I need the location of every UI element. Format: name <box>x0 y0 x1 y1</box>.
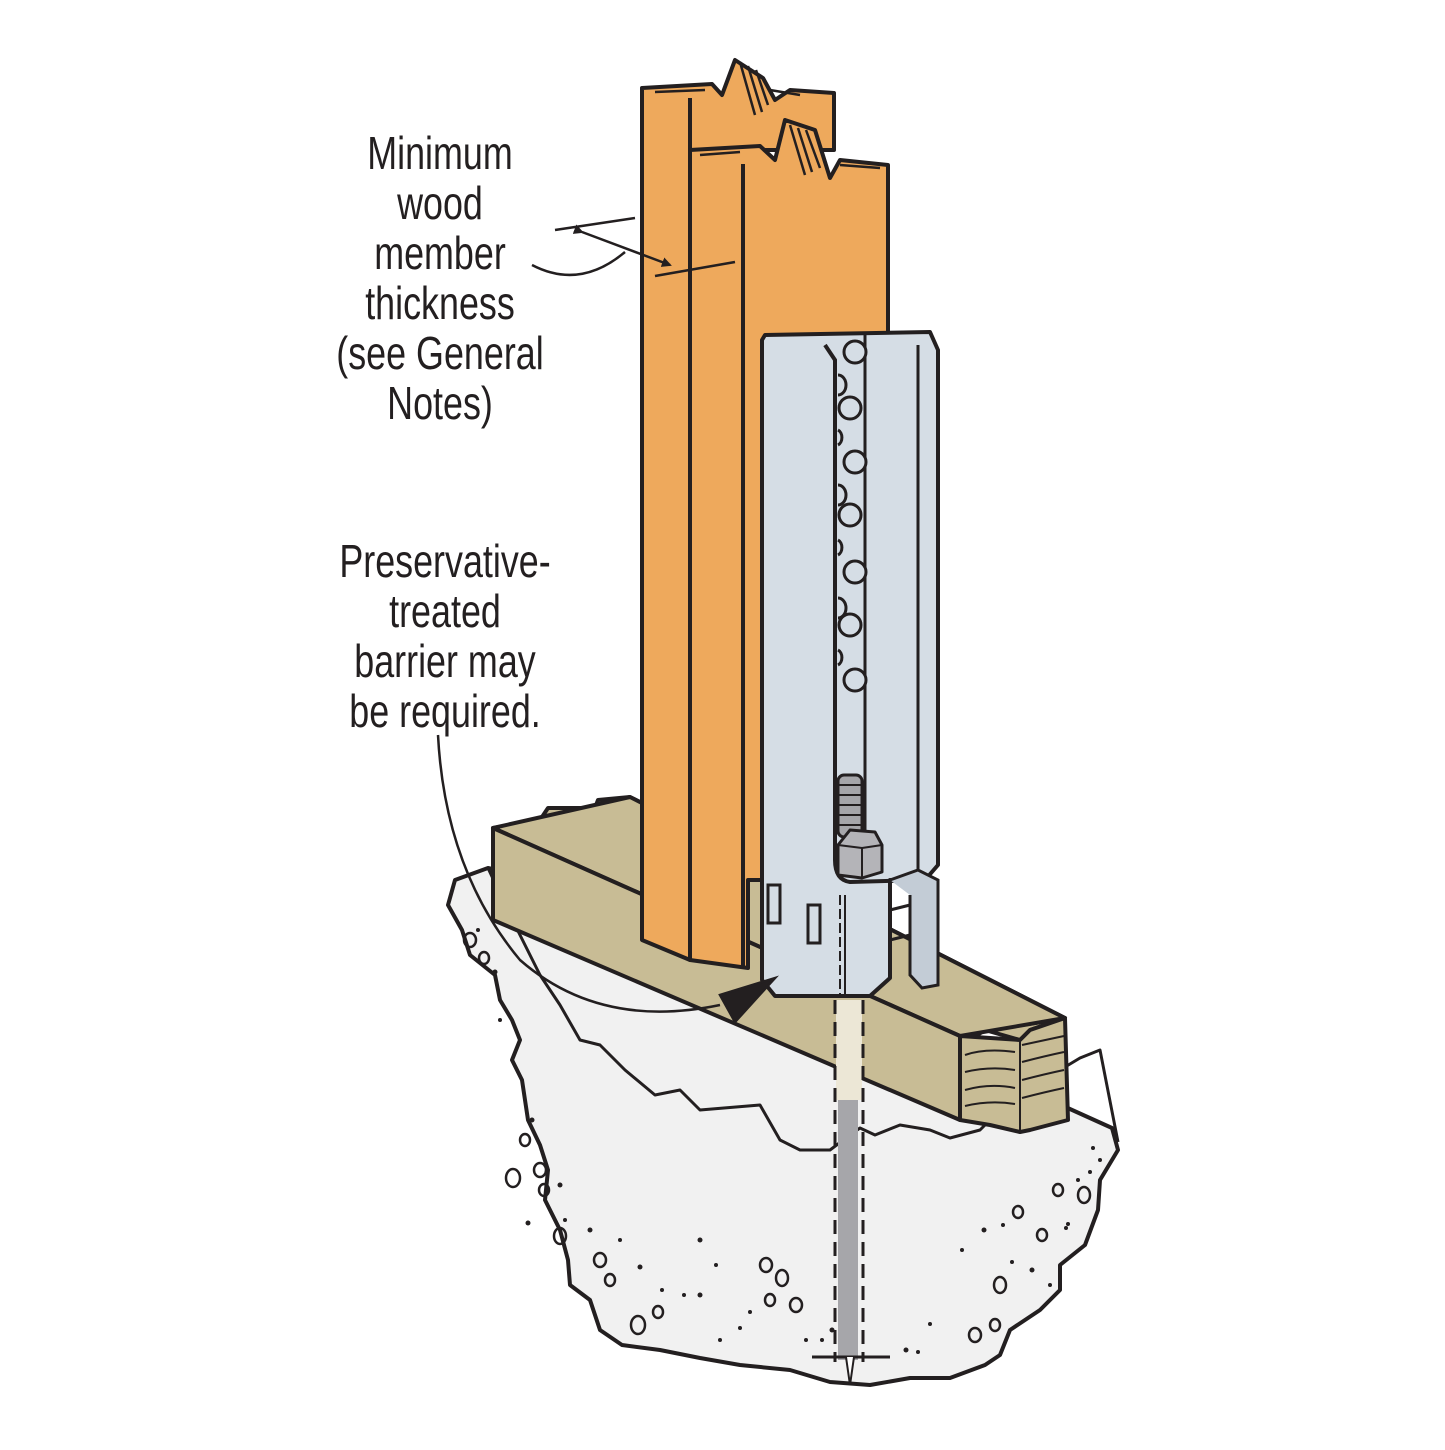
callout-line: member <box>374 227 506 279</box>
anchor-rod <box>812 1000 890 1386</box>
callout-minimum-thickness: Minimum wood member thickness (see Gener… <box>292 128 588 428</box>
fasteners <box>837 339 868 693</box>
callout-line: Preservative- <box>339 535 551 587</box>
slot <box>806 903 822 945</box>
callout-line: be required. <box>349 685 541 737</box>
callout-line: Minimum <box>367 127 513 179</box>
holdown-bracket <box>760 330 940 998</box>
slot <box>766 883 782 925</box>
anchor-bolt-nut <box>836 773 884 880</box>
thickness-dimension <box>531 216 736 278</box>
barrier-leader <box>436 734 780 1025</box>
callout-line: barrier may <box>354 635 536 687</box>
callout-line: (see General <box>336 327 544 379</box>
callout-line: wood <box>397 177 483 229</box>
callout-line: thickness <box>365 277 515 329</box>
callout-preservative-barrier: Preservative- treated barrier may be req… <box>285 536 605 736</box>
callout-line: treated <box>389 585 501 637</box>
callout-line: Notes) <box>387 377 493 429</box>
